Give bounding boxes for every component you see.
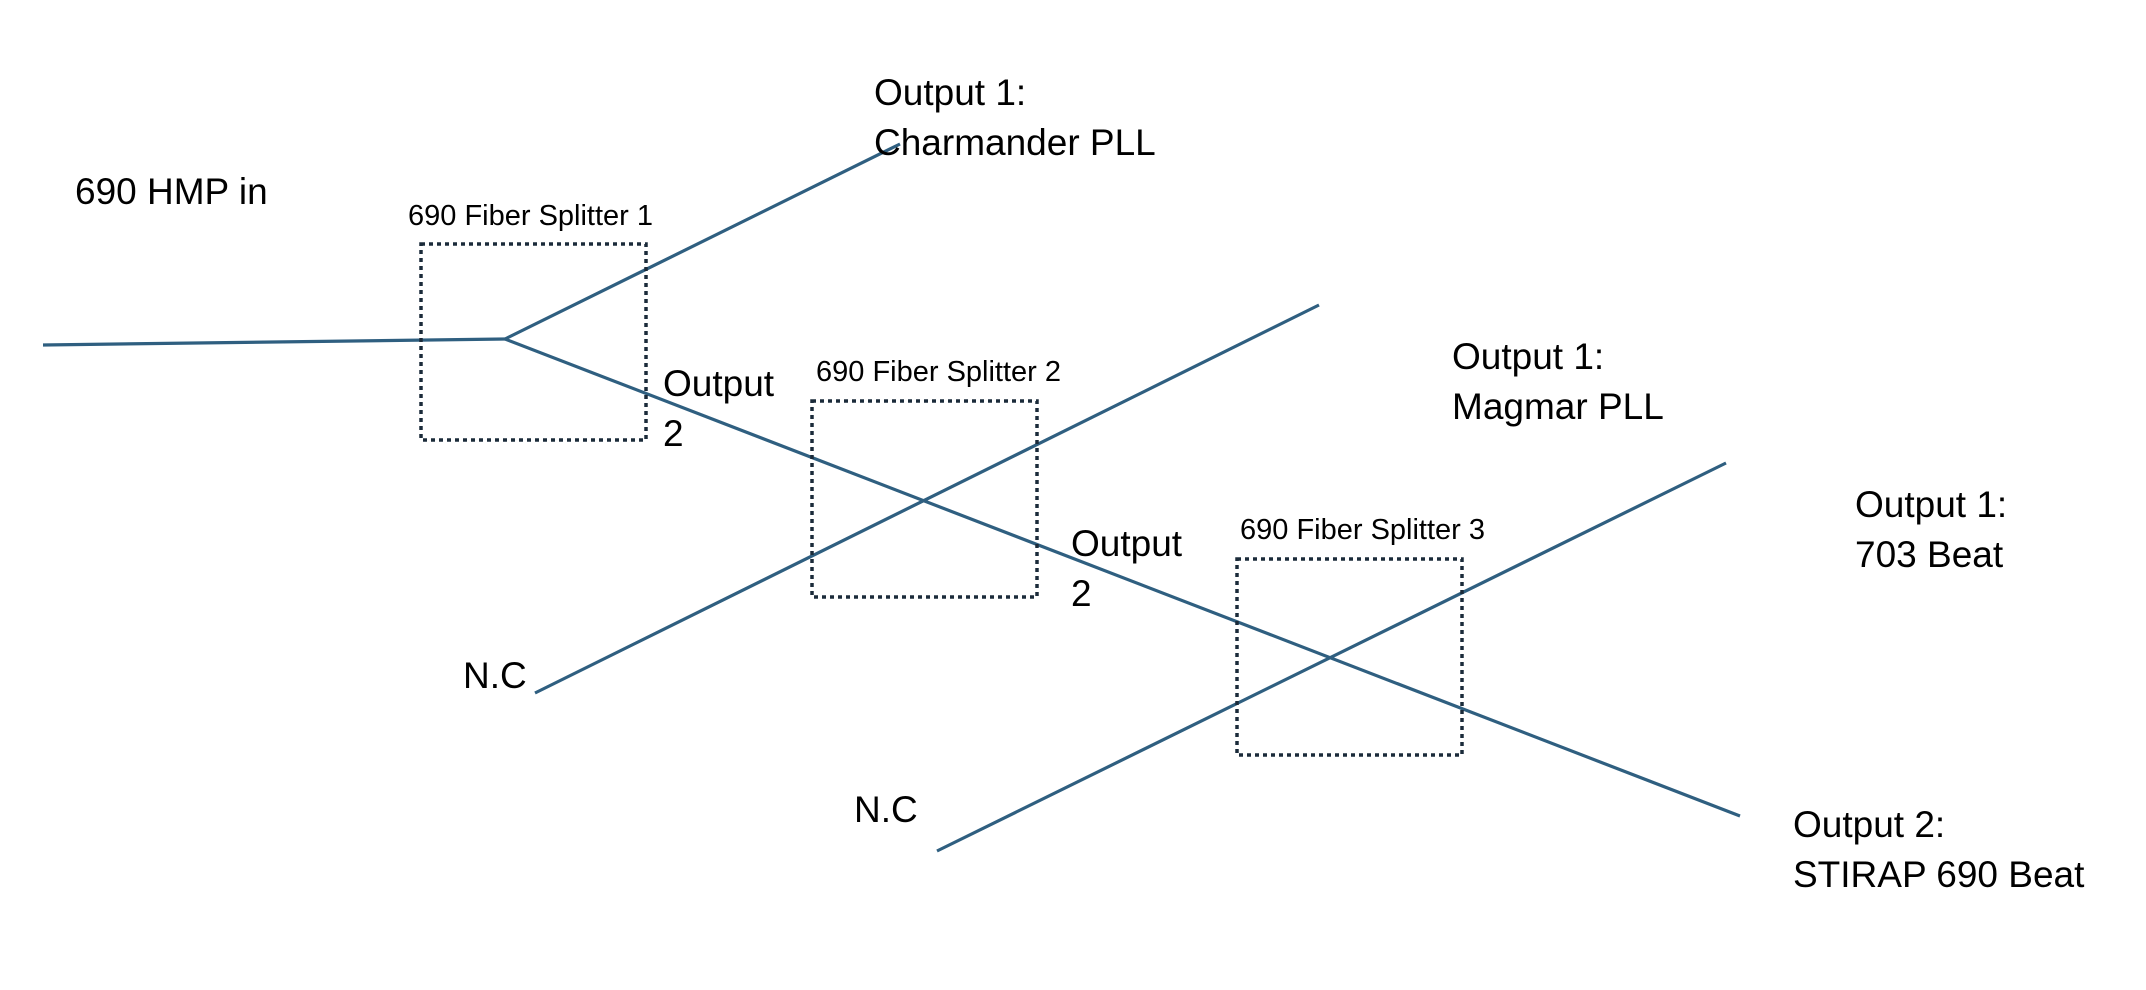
splitter-3-output-1-line-1: Output 1: — [1855, 484, 2007, 525]
splitter-3-cross-fiber — [936, 461, 1727, 853]
splitter-2-nc-label: N.C — [463, 655, 527, 696]
splitter-2-label: 690 Fiber Splitter 2 — [816, 356, 1061, 388]
splitter-3-output-2-label: Output 2: STIRAP 690 Beat — [1793, 804, 2085, 895]
splitter-1-output-1-line-2: Charmander PLL — [874, 122, 1156, 163]
splitter-3-nc-label: N.C — [854, 789, 918, 830]
splitter-2-output-1-line-2: Magmar PLL — [1452, 386, 1664, 427]
splitter-1-output-1-label: Output 1: Charmander PLL — [874, 72, 1156, 163]
splitter-2-output-1-label: Output 1: Magmar PLL — [1452, 336, 1664, 427]
splitter-1-output-1-line-1: Output 1: — [874, 72, 1026, 113]
splitter-3-output-1-line-2: 703 Beat — [1855, 534, 2004, 575]
splitter-3-output-2-line-1: Output 2: — [1793, 804, 1945, 845]
splitter-2-output-1-line-1: Output 1: — [1452, 336, 1604, 377]
splitter-2-output-2-line-1: Output — [1071, 523, 1183, 564]
splitter-3-label: 690 Fiber Splitter 3 — [1240, 514, 1485, 546]
splitter-3-output-2-line-2: STIRAP 690 Beat — [1793, 854, 2085, 895]
main-through-fiber — [504, 337, 1741, 818]
splitter-1-output-1-fiber — [504, 142, 901, 341]
splitter-2-output-2-label: Output 2 — [1071, 523, 1192, 614]
splitter-1-box — [419, 242, 648, 442]
splitter-2-output-2-line-2: 2 — [1071, 573, 1092, 614]
input-fiber — [42, 337, 506, 347]
splitter-1-output-2-line-2: 2 — [663, 413, 684, 454]
input-label: 690 HMP in — [75, 171, 268, 212]
splitter-2-box — [810, 399, 1039, 599]
splitter-1-output-2-line-1: Output — [663, 363, 775, 404]
splitter-3-box — [1235, 557, 1464, 757]
splitter-3-output-1-label: Output 1: 703 Beat — [1855, 484, 2018, 575]
splitter-2-cross-fiber — [534, 303, 1320, 695]
splitter-1-output-2-label: Output 2 — [663, 363, 784, 454]
splitter-1-label: 690 Fiber Splitter 1 — [408, 200, 653, 232]
